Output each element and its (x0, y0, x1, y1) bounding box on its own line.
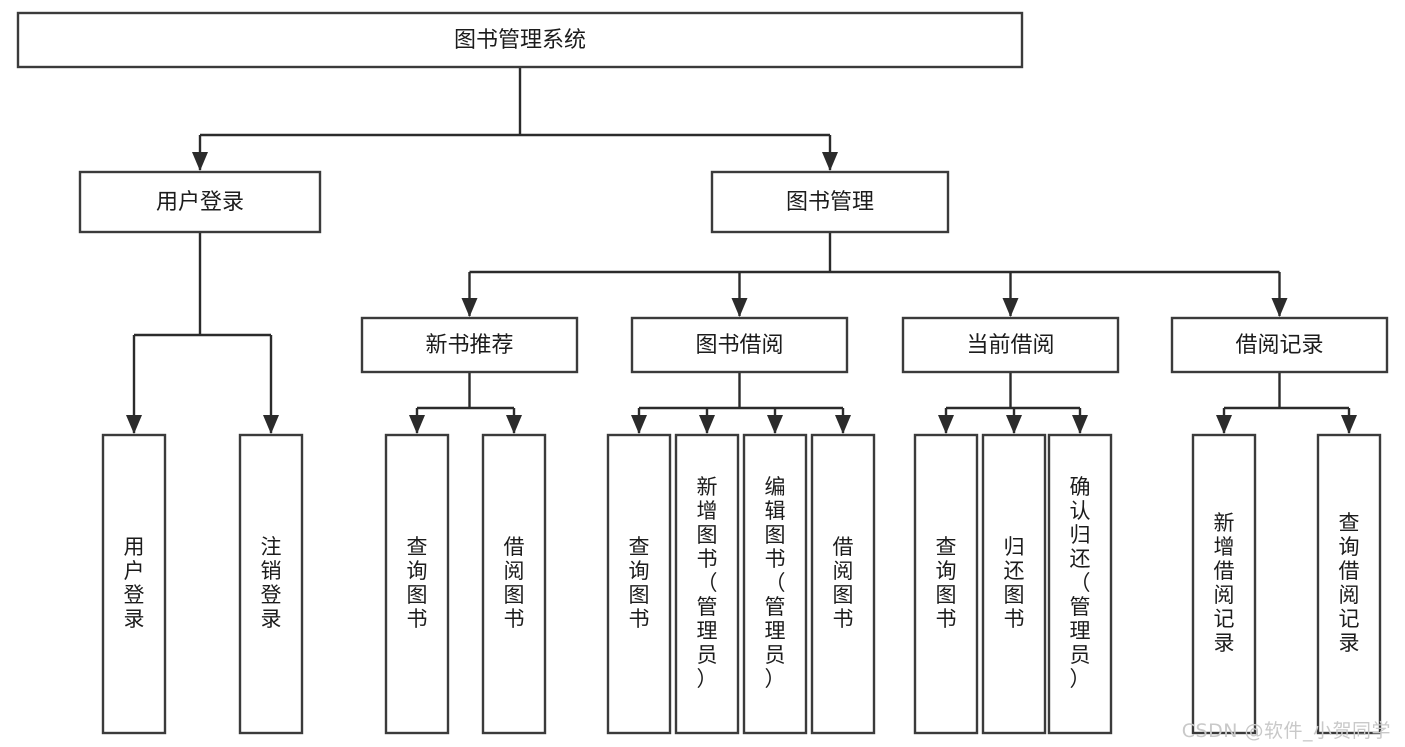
arrow-head-icon (1072, 415, 1088, 434)
node-box-current-borrow[interactable] (901, 316, 1120, 374)
arrow-head-icon (1006, 415, 1022, 434)
arrow-head-icon (767, 415, 783, 434)
arrow-head-icon (822, 152, 838, 171)
node-box-leaf-borrow-book-rec[interactable] (481, 433, 547, 735)
node-box-leaf-add-book-admin[interactable] (674, 433, 740, 735)
node-label-current-borrow: 当前借阅 (966, 333, 1054, 358)
node-box-leaf-borrow-book[interactable] (810, 433, 876, 735)
arrow-head-icon (938, 415, 954, 434)
arrow-head-icon (263, 415, 279, 434)
arrow-head-icon (731, 298, 748, 317)
node-label-borrow-record: 借阅记录 (1235, 333, 1323, 358)
node-label-user-login: 用户登录 (156, 190, 244, 215)
arrow-head-icon (1341, 415, 1357, 434)
node-box-leaf-query-borrow-record[interactable] (1316, 433, 1382, 735)
arrow-head-icon (461, 298, 478, 317)
csdn-watermark: CSDN @软件_小贺同学 (1181, 720, 1391, 742)
node-box-leaf-user-login[interactable] (101, 433, 167, 735)
node-box-book-borrow[interactable] (630, 316, 849, 374)
node-box-user-login[interactable] (78, 170, 322, 234)
arrow-head-icon (1216, 415, 1232, 434)
node-box-leaf-edit-book-admin[interactable] (742, 433, 808, 735)
arrow-head-icon (409, 415, 425, 434)
node-box-leaf-logout[interactable] (238, 433, 304, 735)
arrow-head-icon (506, 415, 522, 434)
node-label-new-book-recommend: 新书推荐 (425, 333, 513, 358)
arrow-head-icon (835, 415, 851, 434)
node-box-leaf-query-book-current[interactable] (913, 433, 979, 735)
node-box-leaf-add-borrow-record[interactable] (1191, 433, 1257, 735)
node-box-leaf-return-book[interactable] (981, 433, 1047, 735)
node-box-leaf-query-book-borrow[interactable] (606, 433, 672, 735)
arrow-head-icon (1271, 298, 1288, 317)
node-label-book-borrow: 图书借阅 (695, 333, 783, 358)
boxes-layer (16, 11, 1389, 735)
arrow-head-icon (1002, 298, 1019, 317)
node-label-root: 图书管理系统 (454, 28, 586, 53)
arrow-head-icon (126, 415, 142, 434)
node-label-book-management: 图书管理 (786, 190, 874, 215)
node-box-leaf-confirm-return-admin[interactable] (1047, 433, 1113, 735)
node-box-root[interactable] (16, 11, 1024, 69)
node-box-borrow-record[interactable] (1170, 316, 1389, 374)
node-box-leaf-query-book-rec[interactable] (384, 433, 450, 735)
arrow-head-icon (192, 152, 208, 171)
node-box-new-book-recommend[interactable] (360, 316, 579, 374)
arrow-head-icon (699, 415, 715, 434)
node-box-book-management[interactable] (710, 170, 950, 234)
connectors-layer (126, 67, 1357, 434)
arrow-head-icon (631, 415, 647, 434)
